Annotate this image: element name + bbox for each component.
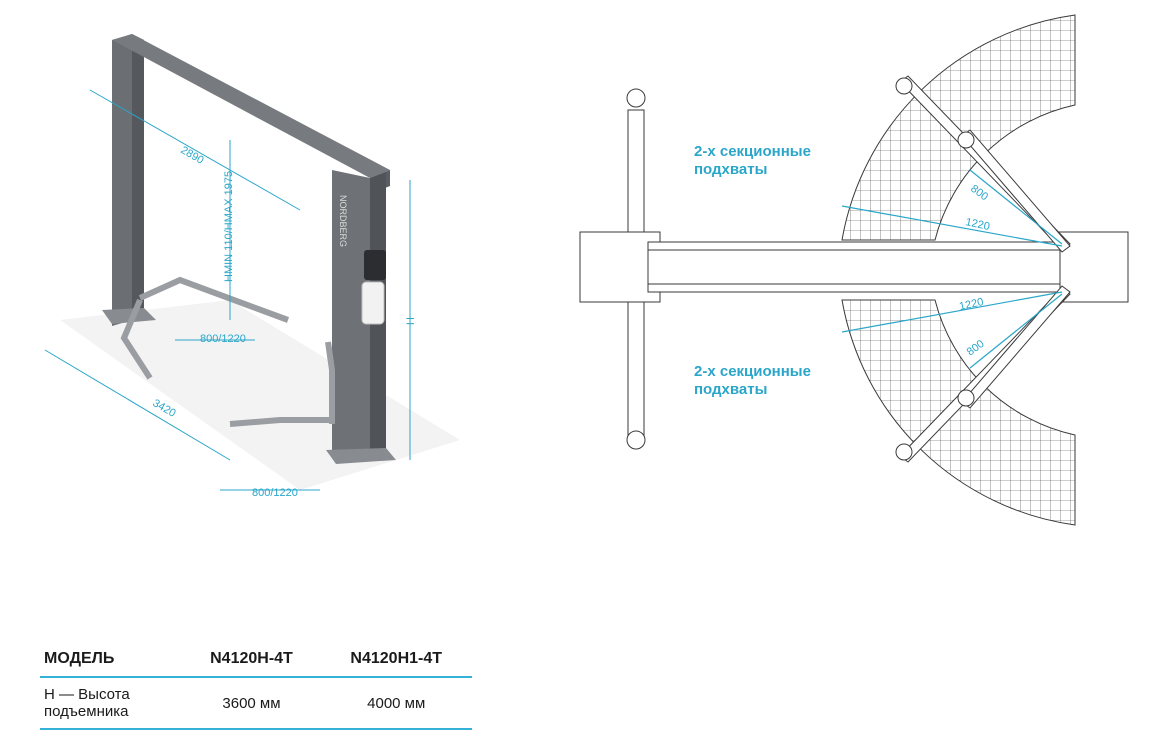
- header-model: МОДЕЛЬ: [40, 640, 183, 678]
- table-header-row: МОДЕЛЬ N4120H-4T N4120H1-4T: [40, 640, 472, 678]
- dim-length: 3420: [151, 397, 178, 420]
- param-line2: подъемника: [44, 703, 129, 720]
- value-model-2: 4000 мм: [320, 677, 472, 730]
- dim-bottom-1220: 1220: [958, 296, 984, 313]
- right-column: [332, 170, 370, 460]
- table-row: H — Высота подъемника 3600 мм 4000 мм: [40, 677, 472, 730]
- dim-bottom-800: 800: [965, 338, 987, 358]
- swing-area-bottom: [841, 299, 1076, 526]
- lift-top-view-diagram: 800 1220 1220 800 2-х секционные подхват…: [579, 14, 1129, 526]
- oil-tank: [361, 281, 385, 325]
- param-line1: H — Высота: [44, 686, 130, 703]
- left-base-plate: [579, 231, 661, 303]
- motor: [364, 250, 386, 280]
- top-beam: [112, 34, 390, 178]
- param-cell: H — Высота подъемника: [40, 677, 183, 730]
- label-top-line2: подхваты: [694, 161, 767, 178]
- brand-label: NORDBERG: [338, 195, 348, 247]
- arm-rear-right: [325, 341, 335, 424]
- arm-front-left: [138, 276, 290, 323]
- header-model-1: N4120H-4T: [182, 640, 321, 678]
- dim-arm-range-top: 800/1220: [200, 333, 246, 345]
- label-top-line1: 2-х секционные: [694, 143, 811, 160]
- dim-height-range: HMIN 110/HMAX 1975: [223, 171, 235, 282]
- value-model-1: 3600 мм: [182, 677, 321, 730]
- lift-3d-diagram: NORDBERG 2890 HMIN 110/HMAX 1975 800/122…: [44, 34, 460, 499]
- dim-width: 2890: [179, 144, 206, 167]
- dim-top-800: 800: [968, 183, 990, 203]
- dim-h: H: [405, 317, 417, 325]
- dim-top-1220: 1220: [964, 216, 990, 233]
- arm-rear-left: [120, 298, 153, 380]
- spec-table: МОДЕЛЬ N4120H-4T N4120H1-4T H — Высота п…: [40, 640, 472, 730]
- dim-arm-range-bottom: 800/1220: [252, 487, 298, 499]
- header-model-2: N4120H1-4T: [320, 640, 472, 678]
- arm-front-right: [229, 417, 330, 427]
- label-bottom-line1: 2-х секционные: [694, 363, 811, 380]
- left-column: [112, 34, 132, 326]
- label-bottom-line2: подхваты: [694, 381, 767, 398]
- swing-area-top: [841, 14, 1076, 241]
